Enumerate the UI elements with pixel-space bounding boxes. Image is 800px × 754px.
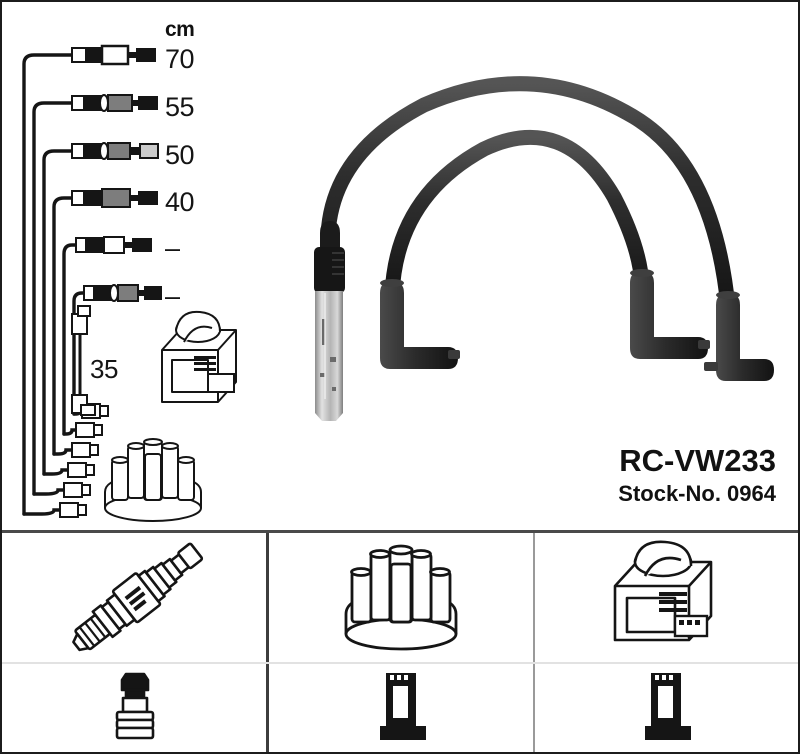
length-label-1: 70 [165,44,195,74]
cable-inner [384,129,650,303]
ignition-coil-drawing [161,310,237,403]
distributor-cap-icon [344,544,458,650]
coil-lead-length-label: 35 [90,354,118,384]
cell-divider-1 [266,533,269,752]
cell-spark-plug [4,535,266,662]
main-panel: cm 70 55 50 40 – – 35 [2,2,798,532]
length-label-3: 50 [165,140,195,170]
length-label-4: 40 [165,187,195,217]
cable-path-70 [22,53,76,516]
spark-plug-icon [72,542,204,651]
length-label-5: – [165,233,180,263]
cell-angled-boot-right [535,664,796,752]
cell-ignition-coil [535,535,796,662]
unit-header: cm [165,18,195,41]
spark-plug-boot-3 [704,291,774,381]
cell-divider-2 [533,533,535,752]
angled-boot-icon-left [380,673,426,740]
cell-divider-horizontal [2,662,798,664]
ignition-cable-photo [314,76,774,421]
distributor-cap-drawing [104,438,202,522]
plug-end-connectors [71,44,162,302]
length-label-6: – [165,281,180,311]
distributor-connector-end [314,221,345,421]
stock-number: Stock-No. 0964 [618,480,776,506]
coil-lead-35cm [71,305,96,416]
straight-plug-boot-icon [115,672,155,740]
cable-outer [320,76,736,315]
cell-straight-boot [4,664,266,752]
panel-divider-horizontal [2,530,798,533]
part-number: RC-VW233 [619,443,776,478]
length-label-2: 55 [165,92,195,122]
spark-plug-boot-1 [380,279,460,369]
angled-boot-icon-right [644,673,691,740]
cable-length-diagram [22,44,162,518]
cell-angled-boot-left [269,664,533,752]
spark-plug-boot-2 [630,269,710,359]
part-identification: RC-VW233 Stock-No. 0964 [416,443,776,508]
ignition-coil-icon [613,540,712,641]
cell-distributor-cap [269,535,533,662]
